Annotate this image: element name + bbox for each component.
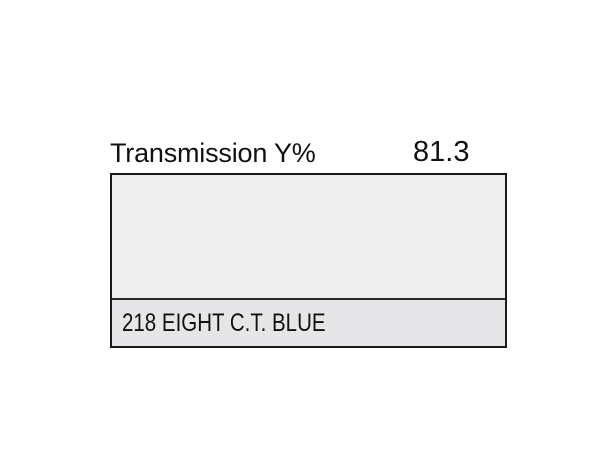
filter-name: 218 EIGHT C.T. BLUE [122,309,326,337]
transmission-value: 81.3 [413,136,470,168]
filter-name-bar: 218 EIGHT C.T. BLUE [112,300,505,346]
filter-swatch-card: 218 EIGHT C.T. BLUE [110,173,507,348]
color-swatch [112,175,505,300]
transmission-label: Transmission Y% [110,138,316,168]
transmission-row: Transmission Y% 81.3 [110,136,480,170]
